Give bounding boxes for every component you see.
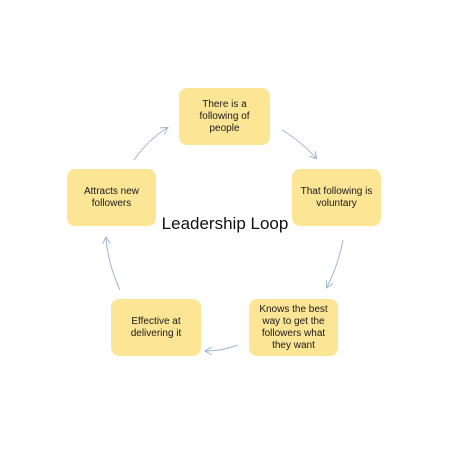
arrow-5-to-1 [133, 128, 167, 161]
node-label: That following is voluntary [300, 185, 373, 209]
node-following-voluntary: That following is voluntary [292, 169, 381, 226]
arrow-1-to-2 [281, 129, 316, 158]
node-label: Effective at delivering it [130, 315, 182, 339]
arrow-4-to-5 [106, 238, 121, 291]
node-knows-best-way: Knows the best way to get the followers … [249, 299, 338, 356]
arrow-2-to-3 [327, 239, 344, 287]
node-effective-delivering: Effective at delivering it [111, 299, 201, 356]
node-following-of-people: There is a following of people [179, 88, 270, 145]
node-label: Knows the best way to get the followers … [259, 303, 328, 351]
node-label: There is a following of people [199, 98, 250, 134]
diagram-title: Leadership Loop [161, 214, 289, 233]
arrow-3-to-4 [206, 344, 239, 351]
node-attracts-followers: Attracts new followers [67, 169, 156, 226]
node-label: Attracts new followers [83, 185, 140, 209]
